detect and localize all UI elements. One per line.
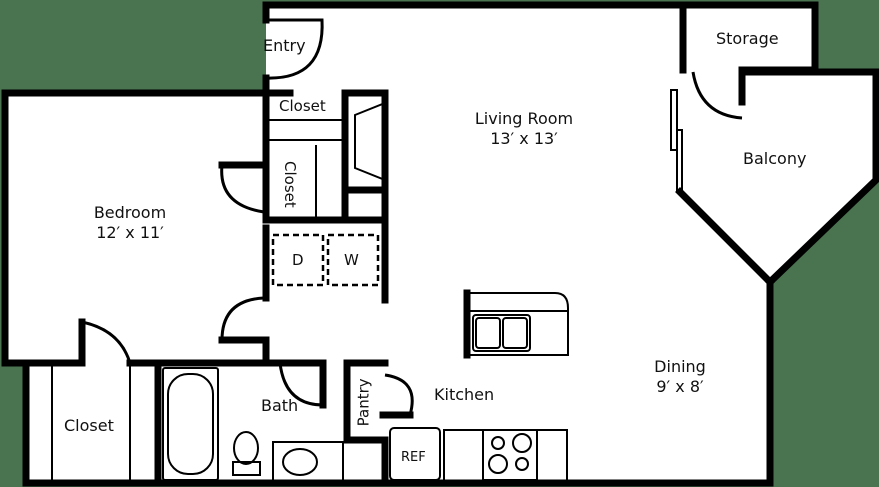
ref-label: REF xyxy=(401,450,426,465)
storage-label: Storage xyxy=(716,29,779,48)
laundry-boxes xyxy=(271,233,380,287)
balcony-label: Balcony xyxy=(743,149,807,168)
dining-name: Dining xyxy=(654,357,706,376)
closet-bedroom-label: Closet xyxy=(64,416,114,435)
entry-label: Entry xyxy=(263,36,306,55)
pantry-label: Pantry xyxy=(354,378,373,427)
closet-hall-label: Closet xyxy=(280,161,299,208)
living-room-name: Living Room xyxy=(474,109,574,128)
dining-label: Dining 9′ x 8′ xyxy=(640,357,720,397)
living-room-dimensions: 13′ x 13′ xyxy=(490,129,558,148)
dining-dimensions: 9′ x 8′ xyxy=(656,377,704,396)
bedroom-dimensions: 12′ x 11′ xyxy=(96,223,164,242)
dryer-label: D xyxy=(292,251,304,269)
closet-entry-label: Closet xyxy=(279,97,326,115)
bath-label: Bath xyxy=(261,396,299,415)
bedroom-label: Bedroom 12′ x 11′ xyxy=(80,203,180,243)
washer-label: W xyxy=(344,251,359,269)
fixtures xyxy=(51,89,683,483)
floor-area xyxy=(5,5,876,483)
kitchen-label: Kitchen xyxy=(434,385,495,404)
living-room-label: Living Room 13′ x 13′ xyxy=(462,109,586,149)
bedroom-name: Bedroom xyxy=(93,203,167,222)
door-swings xyxy=(81,18,743,416)
